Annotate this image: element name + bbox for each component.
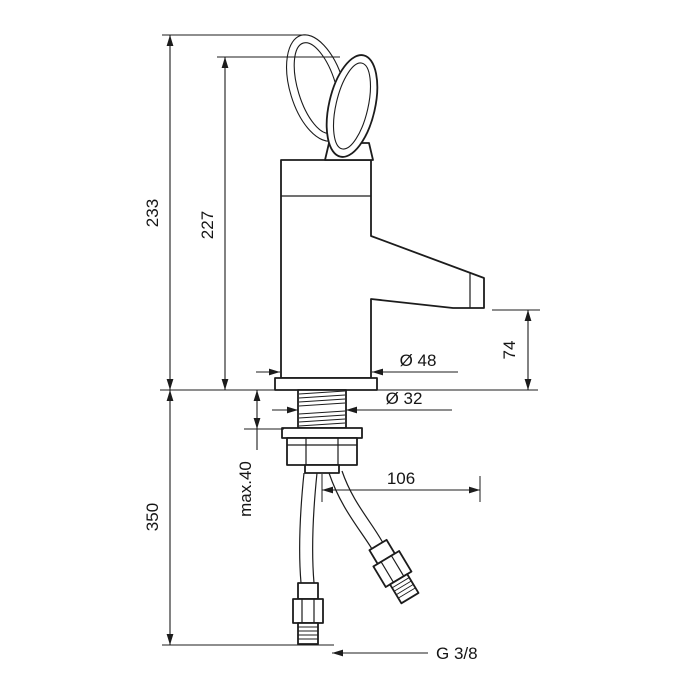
dim-max-mounting-thickness-label: max.40: [236, 461, 255, 517]
mounting-nut-assembly: [281, 427, 363, 474]
mounting-washer: [281, 427, 363, 439]
extension-lines: [160, 34, 540, 646]
dim-connection-thread-label: G 3/8: [436, 644, 478, 663]
handle-closed-position: [325, 54, 379, 158]
fitting-thread: [297, 622, 319, 645]
dim-base-diameter-label: Ø 48: [400, 351, 437, 370]
dim-total-height-label: 233: [143, 199, 162, 227]
hex-facet-line: [380, 561, 394, 583]
shank-stub: [304, 464, 340, 474]
dim-outlet-height-label: 74: [500, 341, 519, 360]
mounting-nut: [286, 437, 358, 466]
shank-thread-hatching: [298, 390, 346, 427]
dim-max-mounting-thickness: max.40: [236, 390, 261, 517]
dim-total-height: 233: [143, 35, 174, 390]
dim-shank-diameter-label: Ø 32: [386, 389, 423, 408]
threaded-shank: [297, 389, 347, 429]
dim-handle-height: 227: [198, 57, 229, 390]
dim-base-diameter: Ø 48: [256, 351, 458, 376]
fitting-hex-nut: [292, 598, 324, 624]
dim-shank-diameter: Ø 32: [272, 389, 452, 414]
hose-fitting-left: [292, 582, 324, 645]
faucet: [274, 34, 485, 645]
dim-horizontal-reach-label: 106: [387, 469, 415, 488]
dimensions: 233 227 74 Ø 48: [143, 35, 532, 663]
handle-closed-inner-line: [332, 62, 372, 150]
dim-handle-height-label: 227: [198, 211, 217, 239]
base-flange: [274, 377, 378, 391]
supply-hose-left: [298, 472, 318, 584]
dim-connection-thread: G 3/8: [332, 644, 478, 663]
hex-facet-line: [390, 555, 405, 577]
fitting-crimp-collar: [297, 582, 319, 600]
handle-closed-outline: [325, 54, 379, 158]
dim-hose-length: 350: [143, 390, 174, 645]
dim-outlet-height: 74: [500, 310, 532, 390]
hose-fitting-right: [368, 538, 420, 605]
dim-horizontal-reach: 106: [322, 469, 480, 494]
dim-hose-length-label: 350: [143, 503, 162, 531]
supply-hose-right: [328, 470, 384, 550]
faucet-body-and-spout: [280, 159, 485, 379]
